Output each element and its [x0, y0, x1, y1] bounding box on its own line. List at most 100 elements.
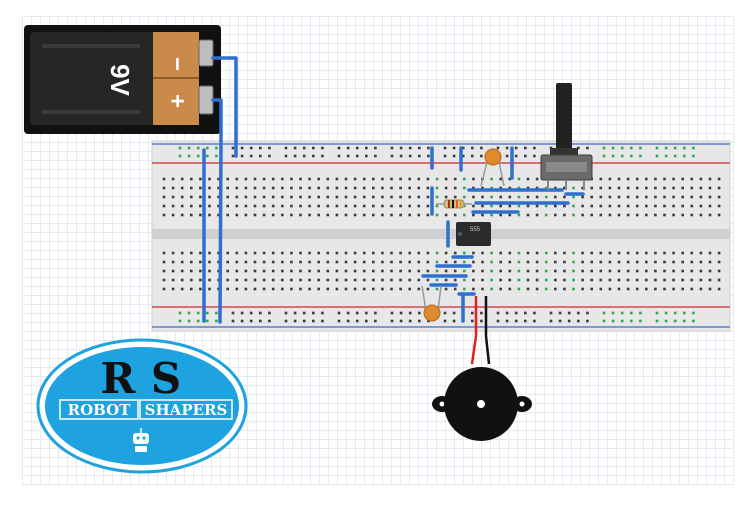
breadboard-hole [171, 177, 175, 181]
breadboard-hole [581, 213, 584, 217]
breadboard-hole [317, 204, 320, 208]
breadboard-hole [635, 195, 639, 199]
breadboard-hole [590, 251, 593, 255]
breadboard-hole [472, 260, 475, 264]
breadboard-hole [496, 319, 500, 323]
breadboard-hole [472, 186, 475, 190]
breadboard-hole [655, 154, 659, 158]
breadboard-hole [508, 260, 512, 264]
breadboard-hole [259, 154, 262, 158]
breadboard-hole [362, 287, 366, 291]
breadboard-hole [639, 154, 642, 158]
breadboard-hole [435, 287, 439, 291]
breadboard-hole [399, 269, 402, 273]
breadboard-hole [526, 213, 530, 217]
battery-body [30, 32, 154, 125]
breadboard-hole [362, 260, 366, 264]
breadboard-hole [162, 204, 166, 208]
breadboard-hole [472, 269, 475, 273]
breadboard-hole [417, 204, 421, 208]
breadboard-hole [602, 319, 606, 323]
breadboard-hole [708, 186, 712, 190]
breadboard-hole [408, 311, 412, 315]
robot-shapers-logo: R S ROBOT SHAPERS [36, 338, 248, 474]
breadboard-hole [317, 186, 320, 190]
breadboard-hole [505, 319, 509, 323]
breadboard-hole [244, 260, 248, 264]
breadboard-hole [444, 278, 448, 282]
breadboard-hole [608, 251, 612, 255]
breadboard-hole [590, 269, 593, 273]
breadboard-hole [355, 146, 359, 150]
breadboard-hole [526, 260, 530, 264]
breadboard-hole [635, 269, 639, 273]
breadboard-hole [639, 311, 642, 315]
breadboard-hole [620, 154, 624, 158]
breadboard-hole [611, 311, 615, 315]
breadboard-hole [554, 195, 557, 199]
breadboard-hole [162, 251, 166, 255]
breadboard-hole [171, 251, 175, 255]
breadboard-hole [554, 260, 557, 264]
breadboard-hole [299, 260, 302, 264]
breadboard-hole [626, 204, 630, 208]
breadboard-hole [162, 195, 166, 199]
breadboard-hole [699, 278, 703, 282]
breadboard-hole [708, 177, 712, 181]
breadboard-hole [226, 260, 229, 264]
breadboard-hole [626, 287, 630, 291]
breadboard-hole [372, 213, 375, 217]
breadboard-hole [620, 319, 624, 323]
breadboard-hole [626, 195, 630, 199]
breadboard-hole [514, 154, 518, 158]
breadboard-hole [299, 269, 302, 273]
breadboard-hole [353, 195, 357, 199]
breadboard-hole [463, 269, 466, 273]
breadboard-hole [508, 287, 512, 291]
breadboard-hole [645, 287, 648, 291]
breadboard-hole [326, 204, 330, 208]
breadboard-hole [365, 311, 368, 315]
breadboard-hole [471, 319, 474, 323]
breadboard-hole [299, 251, 302, 255]
ic-label: 555 [470, 227, 481, 233]
breadboard-hole [326, 278, 330, 282]
breadboard-hole [281, 177, 284, 181]
breadboard-hole [517, 269, 521, 273]
breadboard-hole [453, 213, 457, 217]
breadboard-hole [508, 213, 512, 217]
breadboard-hole [608, 287, 612, 291]
breadboard-hole [435, 251, 439, 255]
breadboard-center-channel [152, 229, 730, 239]
breadboard-hole [308, 213, 311, 217]
breadboard-hole [417, 269, 421, 273]
breadboard-hole [517, 251, 521, 255]
breadboard-hole [663, 251, 666, 255]
breadboard-hole [717, 186, 721, 190]
breadboard-hole [235, 195, 239, 199]
breadboard-hole [490, 251, 493, 255]
breadboard-hole [654, 195, 657, 199]
breadboard-hole [645, 213, 648, 217]
breadboard-hole [708, 278, 712, 282]
breadboard-hole [208, 287, 211, 291]
breadboard-hole [399, 195, 402, 199]
breadboard-hole [262, 260, 266, 264]
breadboard-hole [608, 177, 612, 181]
breadboard-hole [717, 260, 721, 264]
breadboard-hole [708, 204, 712, 208]
potentiometer-icon [540, 83, 593, 190]
breadboard-hole [249, 154, 253, 158]
breadboard-hole [517, 278, 521, 282]
breadboard-hole [381, 278, 384, 282]
breadboard-hole [472, 213, 475, 217]
breadboard-hole [611, 319, 615, 323]
breadboard-hole [572, 260, 575, 264]
breadboard-hole [408, 287, 411, 291]
breadboard-hole [362, 186, 366, 190]
breadboard-hole [471, 154, 474, 158]
breadboard-hole [290, 269, 293, 273]
breadboard-hole [690, 269, 694, 273]
breadboard-hole [517, 195, 521, 199]
